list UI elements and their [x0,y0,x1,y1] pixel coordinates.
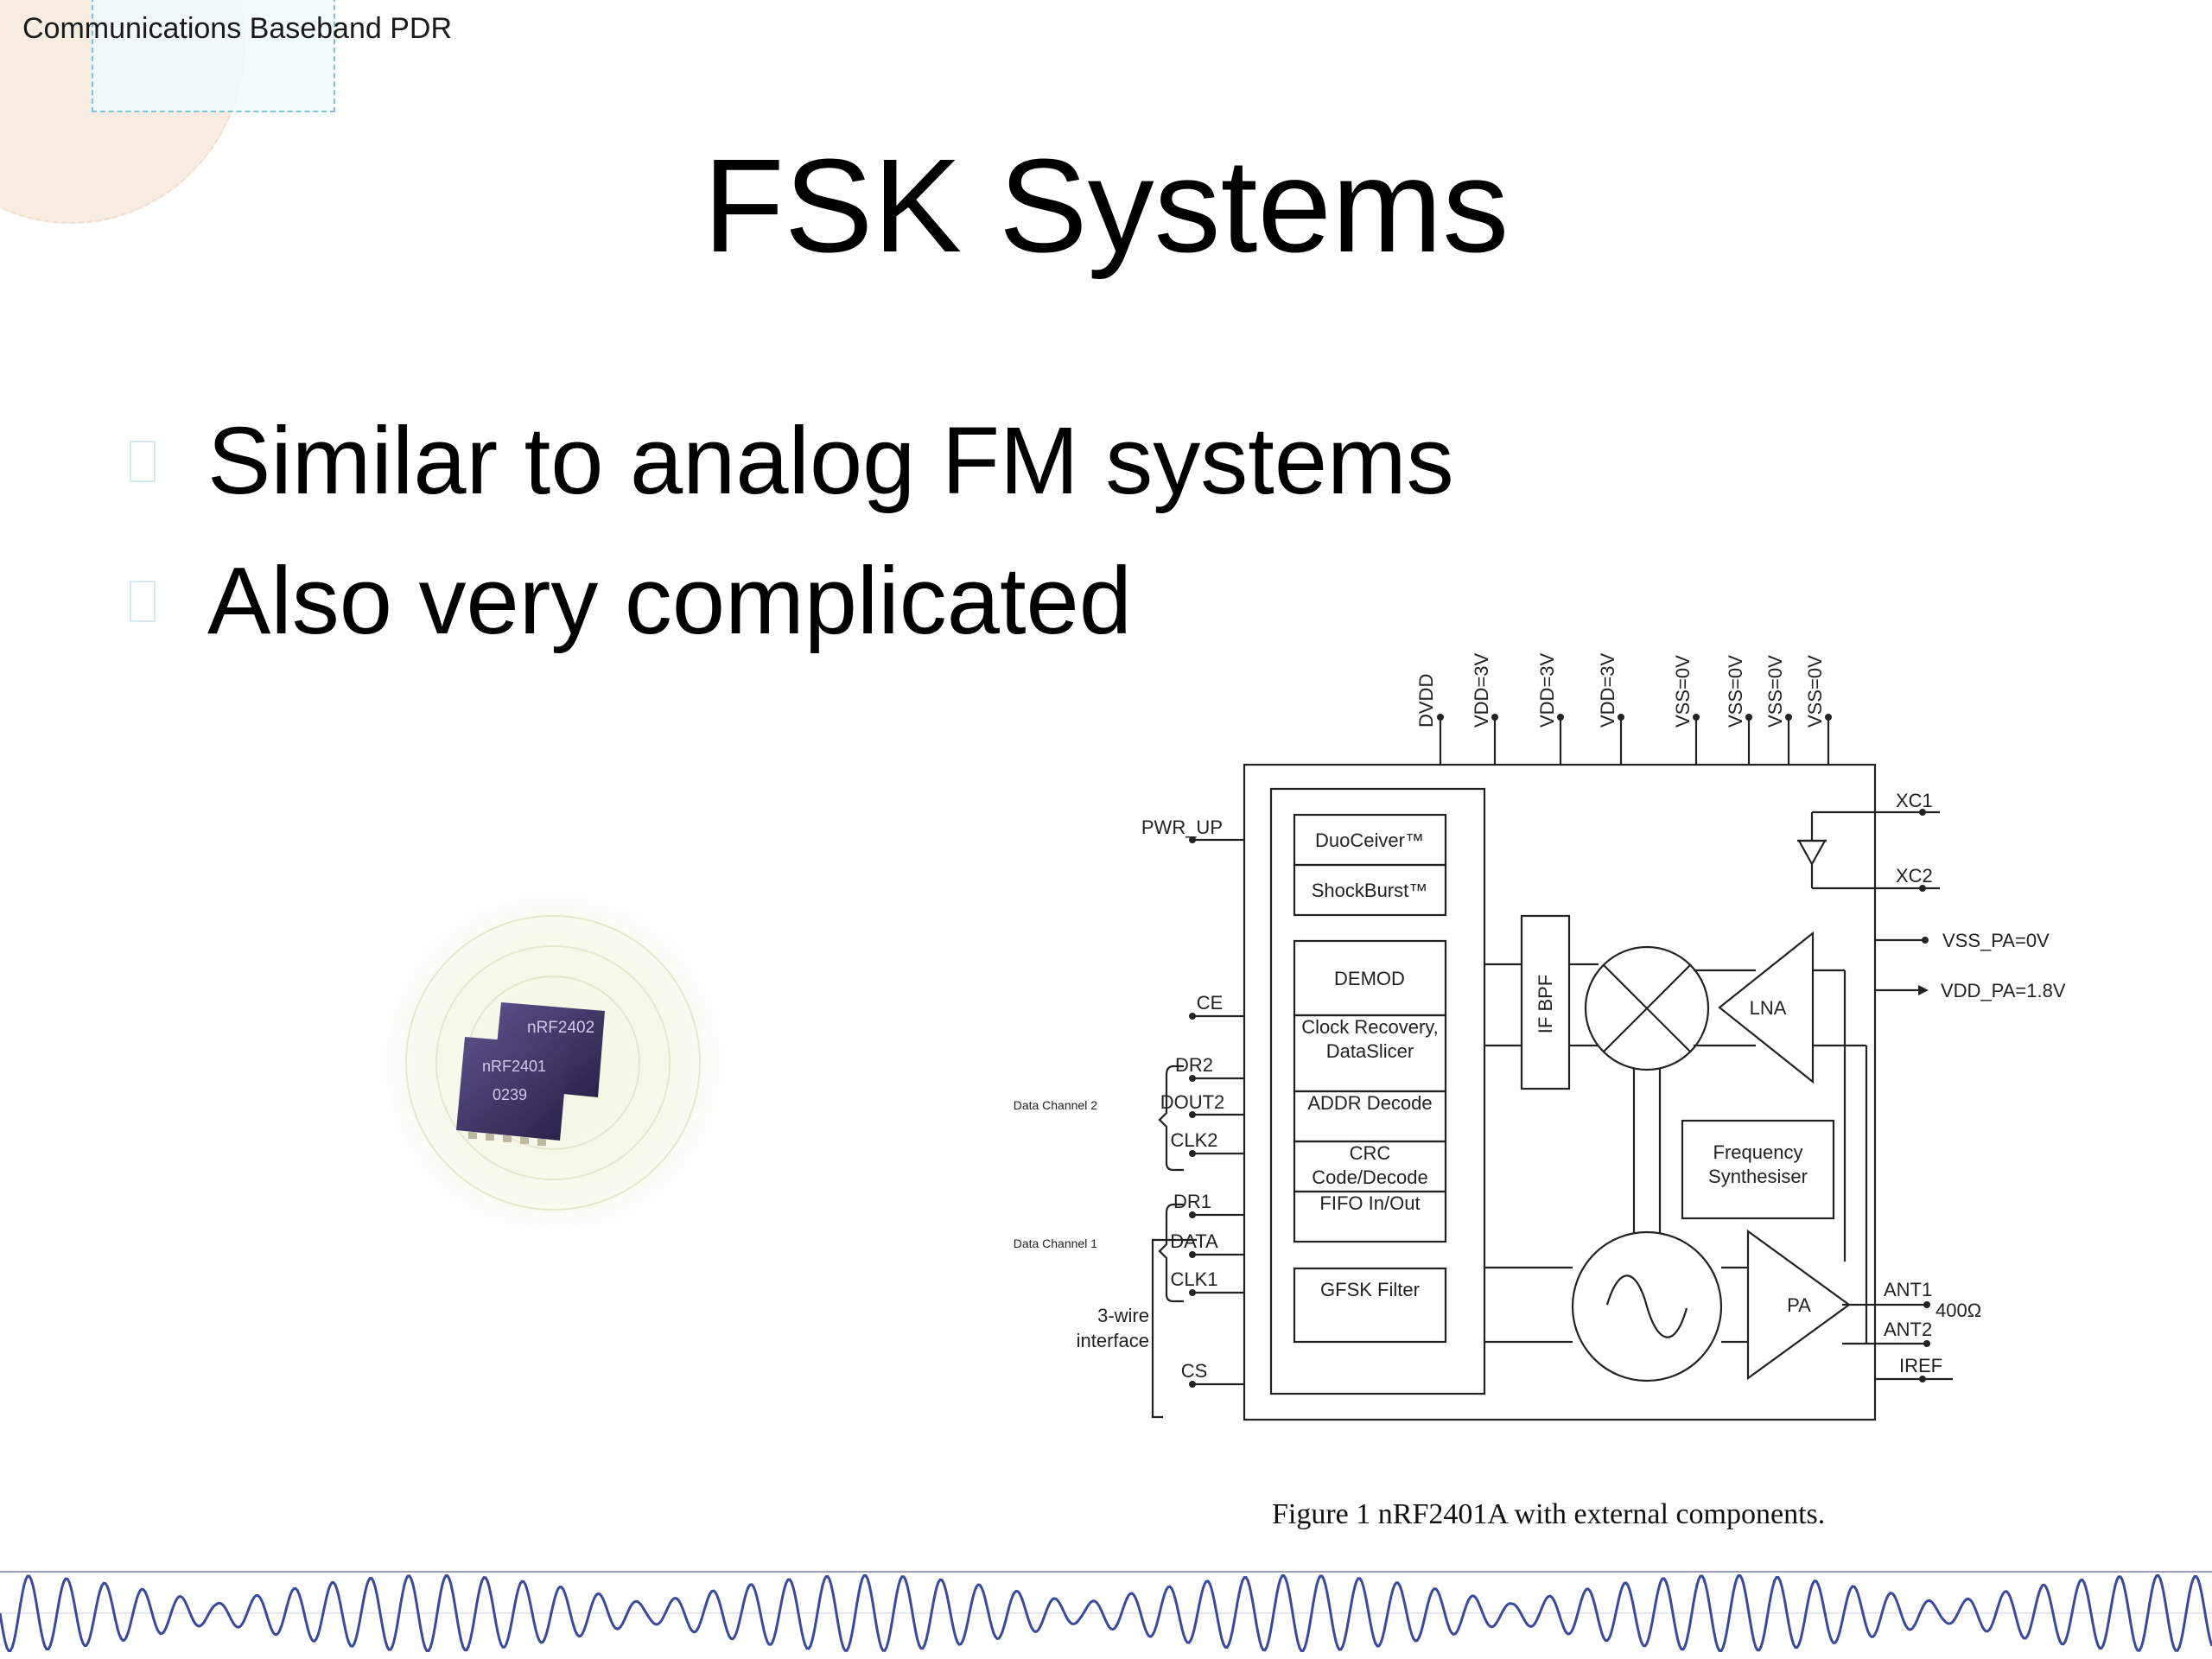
bullet-marker-icon [130,440,156,482]
bullet-item: Also very complicated [130,546,1132,656]
fifo-block: FIFO In/Out [1319,1192,1420,1214]
digital-section-outline [1269,787,1486,1395]
chip-b-label: nRF2401 [482,1058,546,1075]
left-pin-label: CLK1 [1170,1268,1217,1290]
left-pin-label: PWR_UP [1141,817,1223,838]
left-pin-label: CE [1197,992,1224,1014]
shockburst-block: ShockBurst™ [1312,880,1428,901]
if-bpf-block: IF BPF [1535,975,1556,1033]
top-pin-label: DVDD [1415,674,1437,728]
course-header: Communications Baseband PDR [22,12,453,45]
decorative-dashed-box [92,0,335,112]
demod-block: DEMOD [1334,968,1405,989]
gfsk-filter-block: GFSK Filter [1320,1279,1420,1300]
right-pin-label: ANT1 [1884,1279,1932,1300]
right-pin-label: VDD_PA=1.8V [1941,980,2066,1001]
bullet-text: Also very complicated [207,548,1132,654]
lna-block: LNA [1750,997,1787,1019]
top-pin-label: VSS=0V [1804,655,1826,728]
top-pin-label: VSS=0V [1725,655,1746,728]
data-channel-2-label: Data Channel 2 [1014,1098,1097,1112]
three-wire-interface-label: 3-wire interface [1077,1305,1149,1351]
bullet-text: Similar to analog FM systems [207,408,1454,514]
figure-caption: Figure 1 nRF2401A with external componen… [1272,1498,1826,1530]
photo-ring [405,915,701,1211]
slide-title: FSK Systems [702,131,1510,280]
left-pin-label: CS [1181,1360,1208,1382]
decorative-waveform [0,1571,2212,1652]
block-diagram: DVDD VDD=3V VDD=3V VDD=3V VSS=0V VSS=0V … [1014,652,2066,1421]
left-pin-label: DR1 [1173,1191,1211,1212]
data-channel-1-label: Data Channel 1 [1014,1236,1097,1250]
bullet-marker-icon [130,580,156,622]
chip-a-label: nRF2402 [527,1019,594,1037]
top-pin-label: VDD=3V [1471,652,1492,728]
photo-ring [435,945,671,1180]
duoceiver-block: DuoCeiver™ [1315,830,1424,851]
clock-recovery-block: Clock Recovery, DataSlicer [1301,1016,1439,1062]
right-pin-label: XC1 [1896,790,1933,811]
addr-decode-block: ADDR Decode [1307,1092,1432,1114]
top-pin-label: VDD=3V [1597,652,1618,728]
top-pin-label: VDD=3V [1536,652,1558,728]
chip-photo: nRF2402 nRF2401 0239 [376,886,730,1240]
pa-block: PA [1787,1294,1811,1316]
top-pin-label: VSS=0V [1764,655,1786,728]
frequency-synthesiser-block: Frequency Synthesiser [1708,1141,1808,1187]
left-pin-label: DOUT2 [1160,1091,1225,1113]
bullet-item: Similar to analog FM systems [130,406,1454,516]
left-pin-label: DR2 [1175,1054,1213,1076]
right-pin-label: ANT2 [1884,1319,1932,1340]
chip-b-code: 0239 [493,1086,527,1103]
chip-front: nRF2401 0239 [456,1037,569,1146]
right-pin-label: IREF [1899,1355,1942,1376]
left-pin-label: DATA [1170,1230,1218,1252]
right-pin-label: XC2 [1896,865,1933,887]
left-pin-label: CLK2 [1170,1129,1217,1151]
right-pin-label: VSS_PA=0V [1942,930,2050,951]
top-pin-label: VSS=0V [1672,655,1694,728]
resistor-label: 400Ω [1936,1300,1981,1321]
crc-block: CRC Code/Decode [1312,1142,1428,1188]
